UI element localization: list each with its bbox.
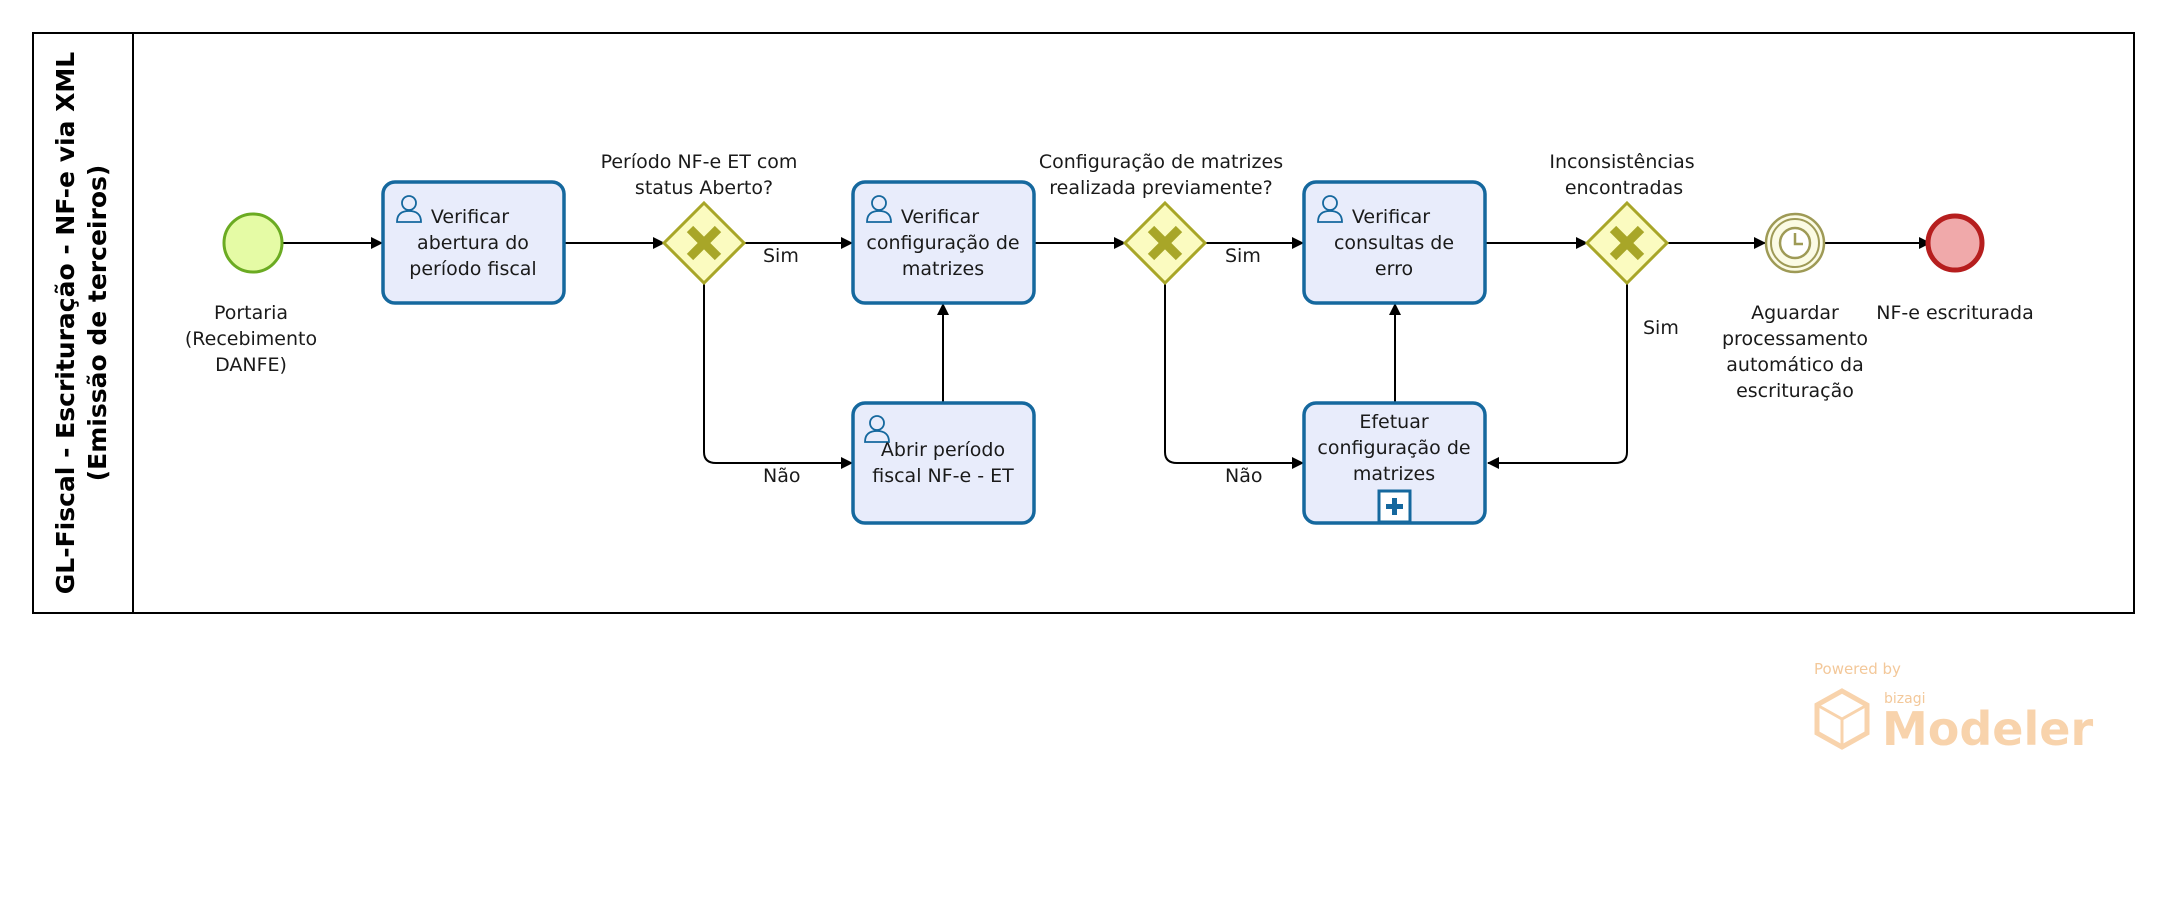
task-label-line: configuração de	[1317, 437, 1470, 459]
watermark-product: Modeler	[1882, 702, 2093, 756]
user-icon	[1317, 195, 1343, 223]
flow-label-nao: Não	[763, 465, 800, 487]
timer-label-line: escrituração	[1736, 380, 1854, 402]
sequence-flows	[283, 237, 1931, 469]
pool: GL-Fiscal - Escrituração - NF-e via XML …	[32, 32, 2135, 614]
gateway-inconsistencias[interactable]	[1584, 200, 1670, 286]
flow-label-sim: Sim	[763, 245, 799, 267]
bizagi-logo-icon	[1814, 688, 1870, 750]
task-label-line: erro	[1375, 258, 1413, 280]
flow-gw1-nao	[703, 283, 853, 469]
task-label-line: Efetuar	[1359, 411, 1429, 433]
gateway-configuracao-previa[interactable]	[1122, 200, 1208, 286]
gateway-question: Inconsistências encontradas	[1549, 151, 1694, 199]
flow-gw2-nao	[1164, 283, 1304, 469]
user-icon	[864, 415, 890, 443]
task-label-line: matrizes	[902, 258, 984, 280]
gateway-question: Configuração de matrizes realizada previ…	[1039, 151, 1283, 199]
timer-event-label: Aguardar processamento automático da esc…	[1722, 302, 1868, 402]
task-verificar-consultas[interactable]: Verificar consultas de erro	[1302, 180, 1487, 305]
task-label-line: Abrir período	[881, 439, 1005, 461]
start-label-line: DANFE)	[215, 354, 287, 376]
watermark-powered-by: Powered by	[1814, 660, 1901, 678]
task-verificar-configuracao[interactable]: Verificar configuração de matrizes	[851, 180, 1036, 305]
timer-label-line: Aguardar	[1751, 302, 1839, 324]
task-label-line: fiscal NF-e - ET	[872, 465, 1014, 487]
gateway-question-line: Inconsistências	[1549, 151, 1694, 173]
task-label-line: consultas de	[1334, 232, 1454, 254]
subprocess-plus-icon[interactable]	[1377, 489, 1412, 524]
user-icon	[396, 195, 422, 223]
watermark-brand: bizagi	[1884, 691, 1925, 707]
gateway-question-line: status Aberto?	[635, 177, 773, 199]
gateway-question-line: Período NF-e ET com	[601, 151, 798, 173]
clock-icon	[1778, 226, 1812, 260]
task-label-line: Verificar	[431, 206, 509, 228]
start-event-label: Portaria (Recebimento DANFE)	[185, 302, 317, 376]
end-event[interactable]	[1925, 213, 1985, 273]
task-verificar-abertura[interactable]: Verificar abertura do período fiscal	[381, 180, 566, 305]
task-label-line: Verificar	[1352, 206, 1430, 228]
bizagi-modeler-watermark: Powered by bizagi Modeler	[1814, 660, 2093, 756]
x-mark-icon	[1147, 225, 1183, 261]
x-mark-icon	[686, 225, 722, 261]
start-label-line: Portaria	[214, 302, 288, 324]
task-label-line: período fiscal	[409, 258, 536, 280]
gateway-question: Período NF-e ET com status Aberto?	[601, 151, 798, 199]
task-label-line: configuração de	[866, 232, 1019, 254]
start-label-line: (Recebimento	[185, 328, 317, 350]
start-event[interactable]	[222, 212, 284, 274]
subprocess-efetuar-configuracao[interactable]: Efetuar configuração de matrizes	[1302, 401, 1487, 525]
flow-label-sim: Sim	[1225, 245, 1261, 267]
timer-label-line: automático da	[1726, 354, 1863, 376]
flow-gw3-sim	[1487, 283, 1628, 469]
task-label-line: Verificar	[901, 206, 979, 228]
x-mark-icon	[1609, 225, 1645, 261]
gateway-question-line: Configuração de matrizes	[1039, 151, 1283, 173]
flow-label-sim: Sim	[1643, 317, 1679, 339]
timer-label-line: processamento	[1722, 328, 1868, 350]
flow-label-nao: Não	[1225, 465, 1262, 487]
user-icon	[866, 195, 892, 223]
task-label-line: abertura do	[417, 232, 529, 254]
end-event-label: NF-e escriturada	[1876, 302, 2034, 324]
gateway-question-line: encontradas	[1565, 177, 1683, 199]
task-abrir-periodo[interactable]: Abrir período fiscal NF-e - ET	[851, 401, 1036, 525]
gateway-periodo-aberto[interactable]	[661, 200, 747, 286]
timer-event[interactable]	[1764, 212, 1826, 274]
task-label-line: matrizes	[1353, 463, 1435, 485]
pool-title-line1: GL-Fiscal - Escrituração - NF-e via XML	[51, 52, 80, 595]
gateway-question-line: realizada previamente?	[1049, 177, 1272, 199]
pool-title-line2: (Emissão de terceiros)	[83, 165, 112, 482]
